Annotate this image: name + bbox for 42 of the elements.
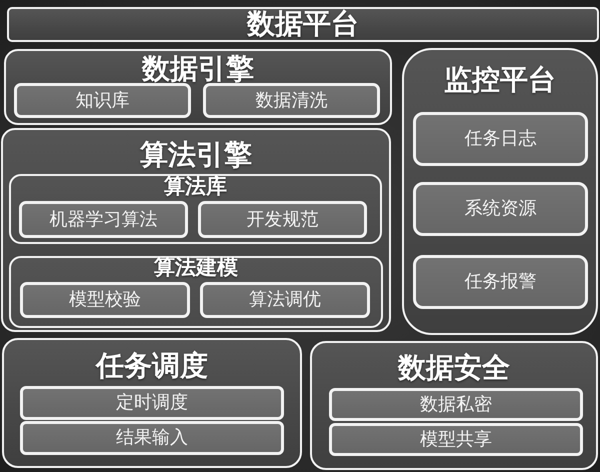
panel-heading: 算法建模: [154, 255, 238, 281]
feature-box: [203, 83, 380, 118]
feature-label: 模型校验: [69, 289, 141, 311]
feature-box: [329, 423, 583, 456]
feature-label: 任务日志: [464, 128, 536, 150]
feature-box: [198, 201, 367, 238]
module-panel: [402, 48, 598, 335]
feature-box: [20, 421, 284, 455]
panel-heading: 算法库: [164, 174, 227, 200]
feature-box: [413, 255, 588, 309]
feature-box: [19, 201, 188, 238]
feature-label: 系统资源: [464, 198, 536, 220]
feature-label: 结果输入: [116, 427, 188, 449]
feature-box: [14, 83, 191, 118]
feature-label: 数据私密: [420, 394, 492, 416]
submodule-panel: [9, 174, 382, 244]
feature-box: [20, 282, 190, 318]
module-panel: [4, 49, 392, 125]
module-panel: [310, 341, 598, 470]
feature-box: [200, 282, 370, 318]
feature-box: [329, 388, 583, 421]
feature-label: 定时调度: [116, 392, 188, 414]
submodule-panel: [9, 256, 383, 328]
feature-label: 开发规范: [246, 208, 318, 230]
module-panel: [2, 338, 302, 468]
feature-box: [20, 386, 284, 420]
feature-box: [413, 112, 588, 166]
panel-heading: 数据平台: [247, 7, 359, 41]
panel-heading: 数据引擎: [142, 52, 254, 86]
panel-heading: 任务调度: [96, 349, 208, 383]
feature-label: 数据清洗: [256, 90, 328, 112]
module-panel: [7, 7, 599, 42]
feature-label: 算法调优: [249, 289, 321, 311]
feature-box: [413, 182, 588, 236]
feature-label: 知识库: [76, 90, 130, 112]
module-panel: [1, 128, 391, 332]
panel-heading: 算法引擎: [140, 138, 252, 172]
panel-heading: 监控平台: [444, 63, 556, 97]
feature-label: 机器学习算法: [50, 208, 158, 230]
feature-label: 模型共享: [420, 428, 492, 450]
panel-heading: 数据安全: [398, 351, 510, 385]
feature-label: 任务报警: [464, 271, 536, 293]
